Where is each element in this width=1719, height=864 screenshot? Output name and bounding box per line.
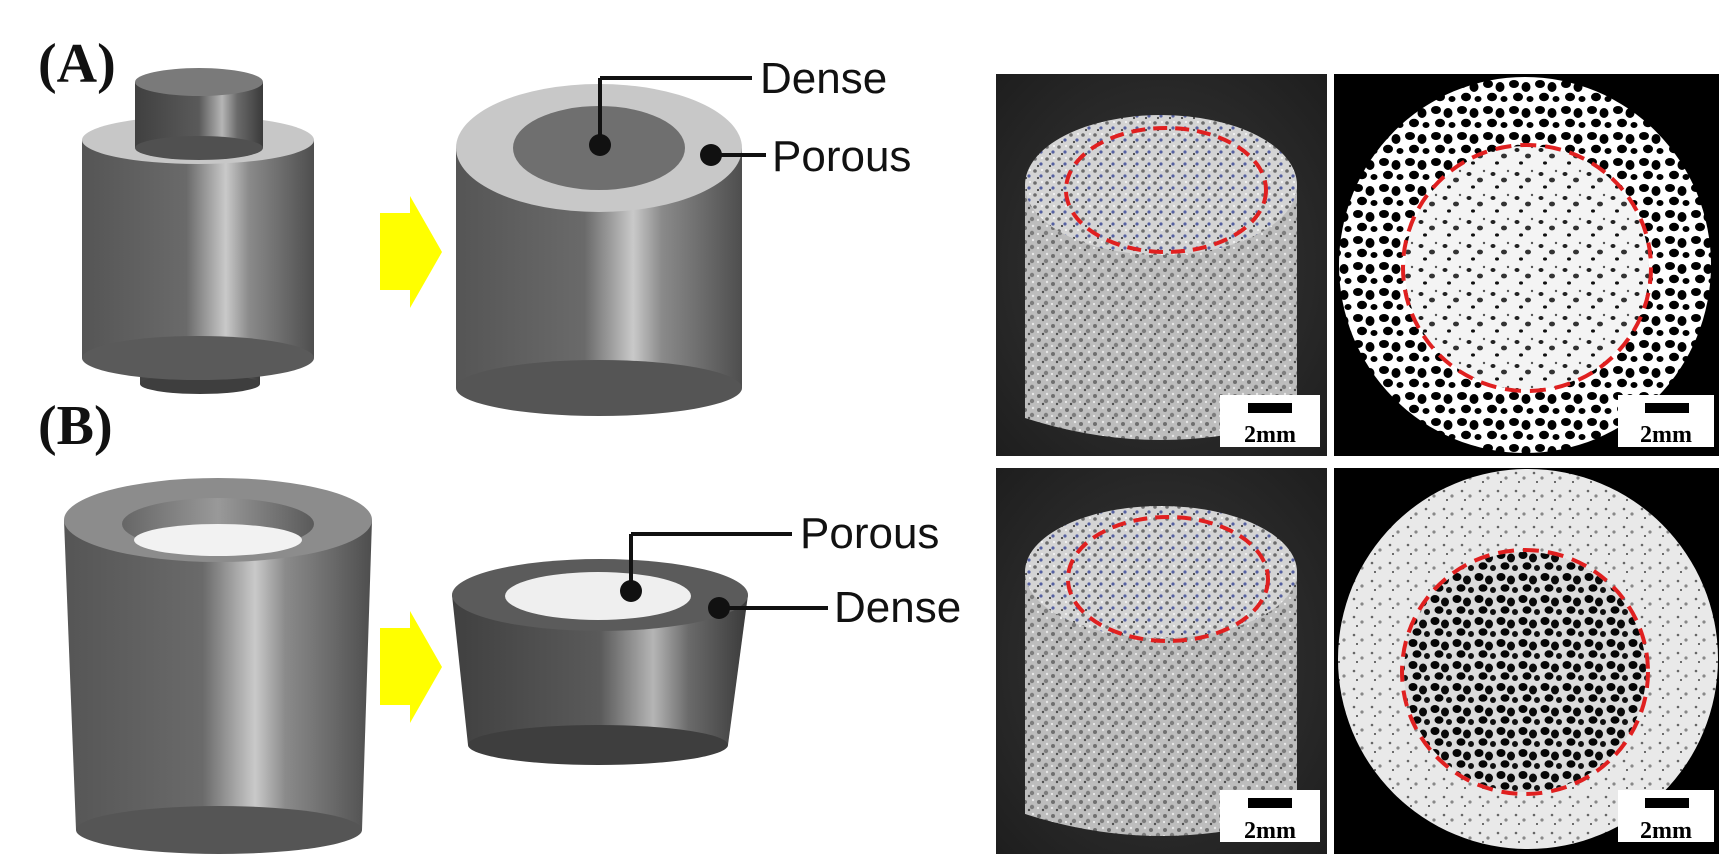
photo-a: 2mm <box>996 74 1327 456</box>
scale-bar-label-1: 2mm <box>1244 422 1296 448</box>
schematic-b-result <box>452 559 748 765</box>
callout-label-porous-b: Porous <box>800 509 939 558</box>
ct-scan-b: 2mm <box>1334 468 1719 854</box>
photo-b: 2mm <box>996 468 1327 854</box>
dashed-circle-a2 <box>1401 143 1653 393</box>
dashed-circle-a1 <box>1064 126 1268 254</box>
arrow-a-icon <box>380 196 442 308</box>
callout-porous-b: Porous <box>620 509 939 602</box>
callout-porous-a: Porous <box>700 132 911 181</box>
porous-core-b <box>505 572 691 620</box>
arrow-b-icon <box>380 611 442 723</box>
dashed-circle-b2 <box>1400 548 1650 796</box>
callout-label-dense-a: Dense <box>760 54 887 103</box>
callout-dense-a: Dense <box>589 54 887 156</box>
callout-label-porous-a: Porous <box>772 132 911 181</box>
scale-bar-label-2: 2mm <box>1640 422 1692 448</box>
panel-label-b: (B) <box>38 395 113 457</box>
ct-scan-a: 2mm <box>1334 74 1719 456</box>
callout-label-dense-b: Dense <box>834 583 961 632</box>
schematic-a-mold <box>82 68 314 394</box>
dashed-circle-b1 <box>1066 515 1270 643</box>
panel-label-a: (A) <box>38 33 116 95</box>
scale-bar-label-3: 2mm <box>1244 818 1296 844</box>
callout-dense-b: Dense <box>708 583 961 632</box>
schematic-a-result <box>456 84 742 416</box>
schematic-b-mold <box>64 478 372 854</box>
scale-bar-label-4: 2mm <box>1640 818 1692 844</box>
